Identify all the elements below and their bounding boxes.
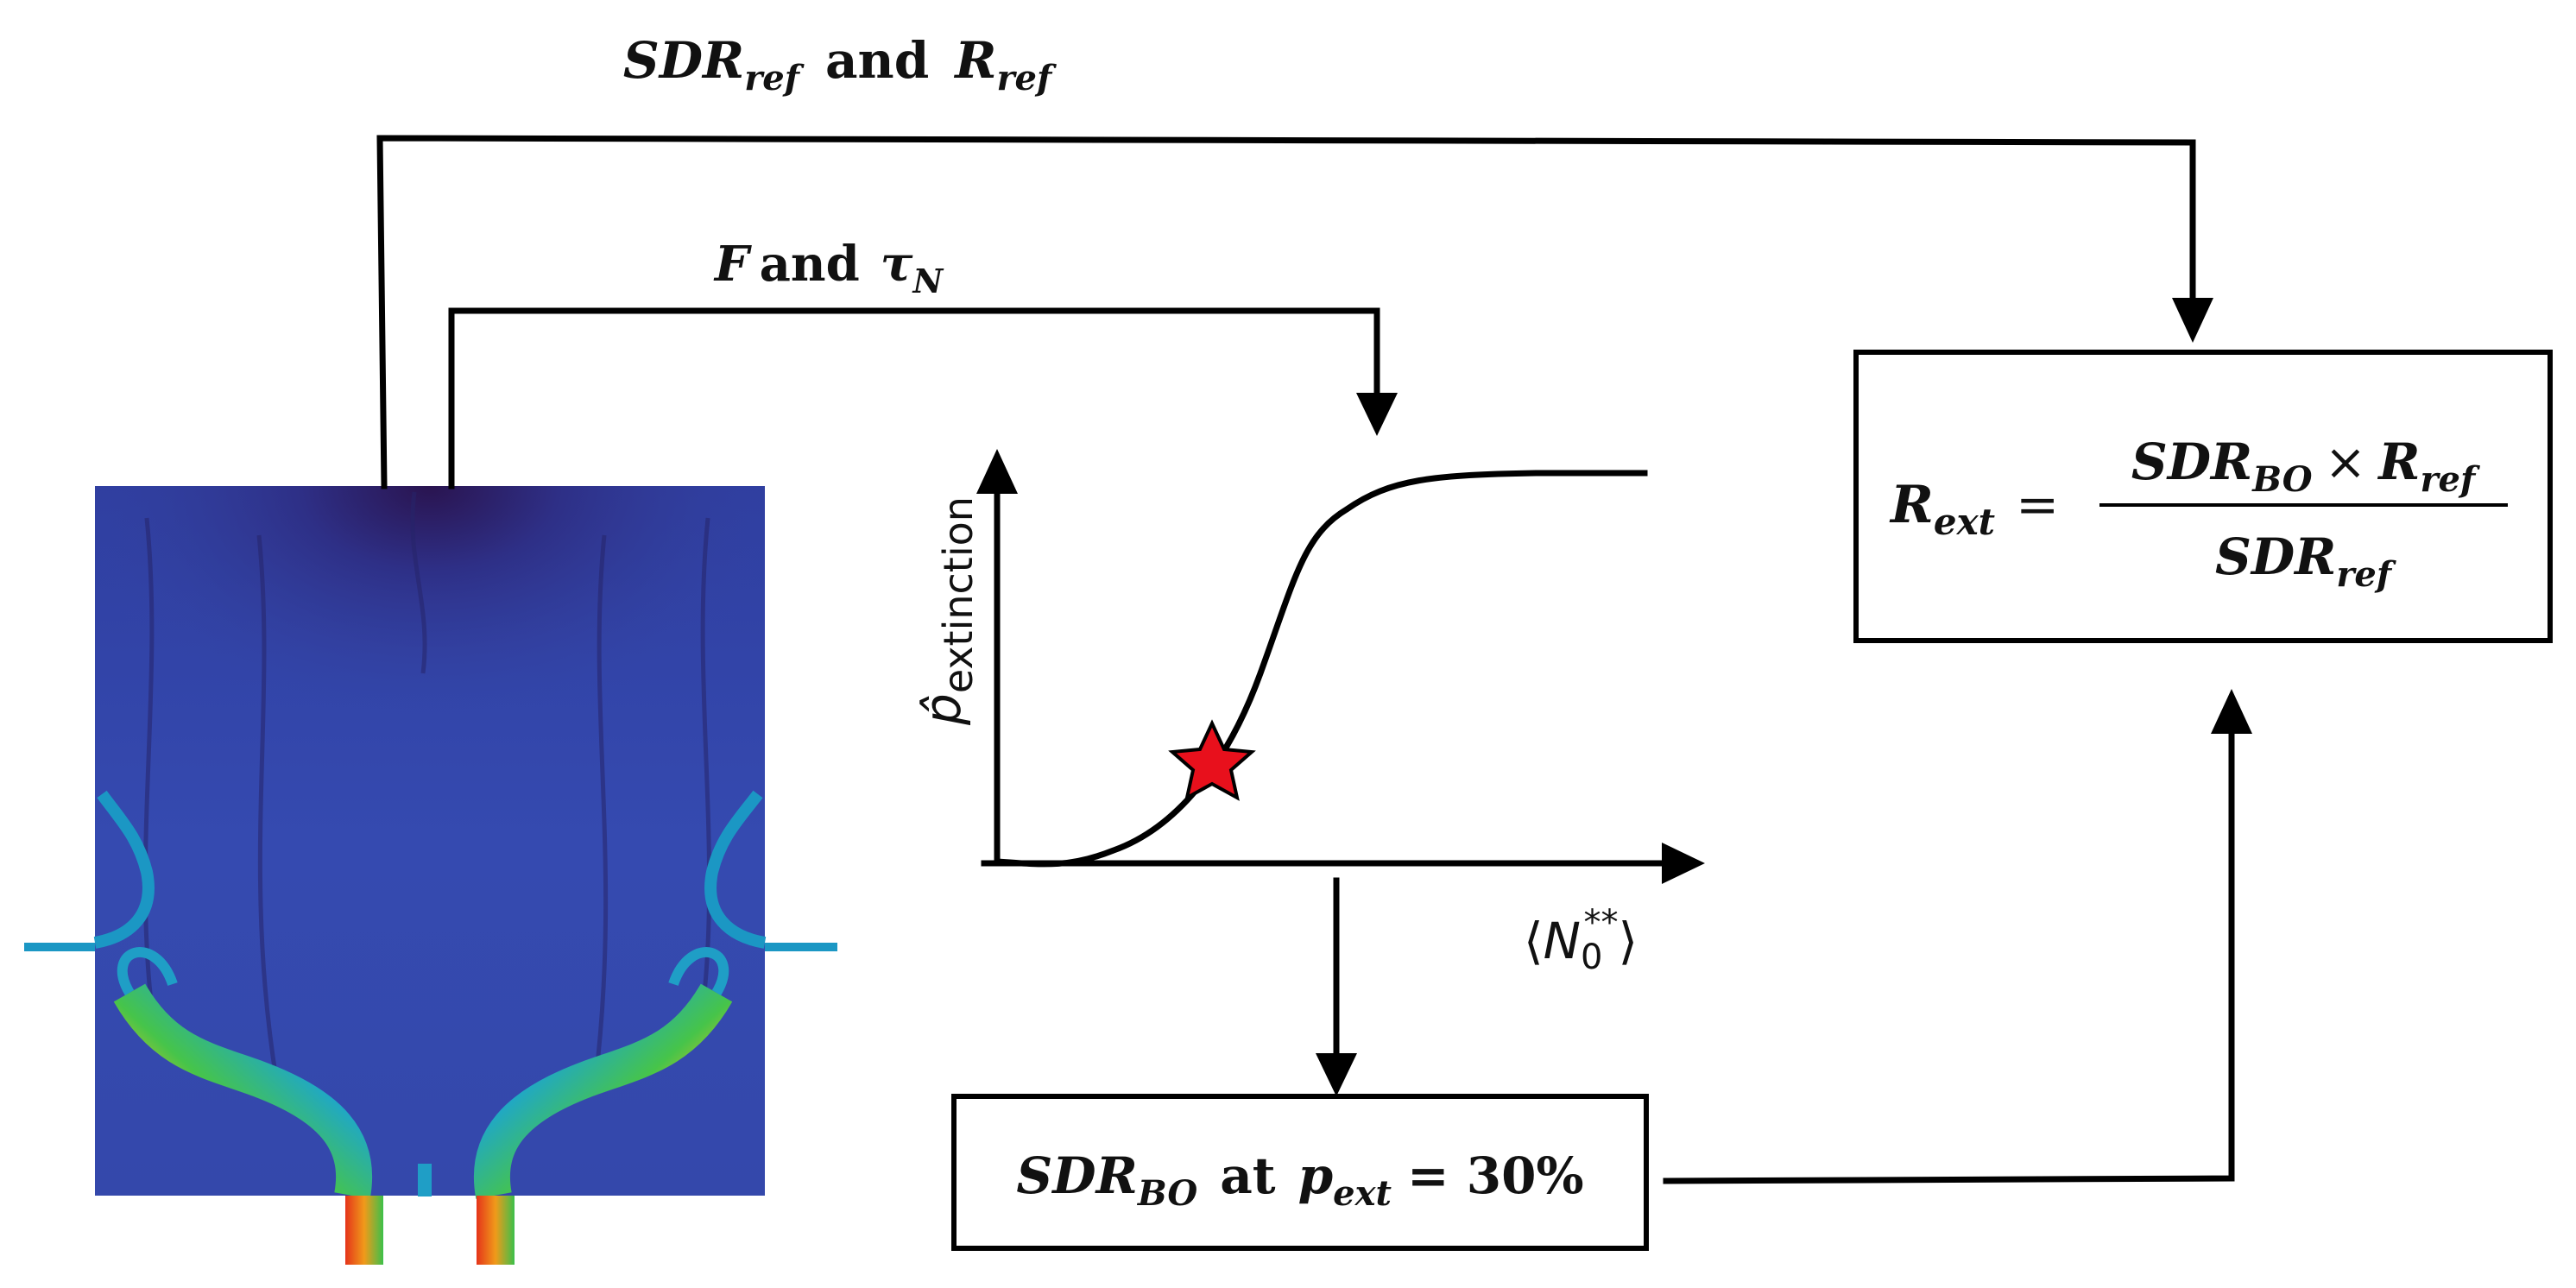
top-connector-arrowhead [2172, 298, 2213, 343]
jet-left [113, 947, 373, 1199]
nozzle-right [477, 1196, 515, 1265]
box-to-formula-connector [1663, 689, 2252, 1184]
side-inlet-right [704, 790, 837, 951]
flow-field-visualization [24, 486, 837, 1265]
y-axis-label: p̂extinction [913, 496, 982, 726]
y-axis-arrowhead [976, 449, 1018, 494]
formula-numerator: SDRBO×Rref [2131, 432, 2480, 500]
extinction-plot: p̂extinction ⟨N0**⟩ [913, 449, 1705, 977]
center-probe [418, 1164, 432, 1196]
x-axis-arrowhead [1662, 843, 1705, 884]
inner-connector-arrowhead [1356, 393, 1398, 436]
jet-right [473, 947, 733, 1199]
plot-to-box-connector [1316, 877, 1357, 1096]
operating-point-star-marker [1168, 719, 1256, 801]
flow-field-top-vortex [95, 486, 765, 918]
formula-lhs: Rext= [1889, 475, 2059, 543]
extinction-radius-formula-box: Rext= SDRBO×Rref SDRref [1853, 350, 2553, 643]
side-inlet-left [24, 790, 155, 951]
sigmoid-curve [994, 470, 1648, 868]
nozzle-left [345, 1196, 383, 1265]
flow-field-streaks [142, 491, 712, 1080]
inner-connector [448, 307, 1398, 489]
x-axis-label: ⟨N0**⟩ [1524, 903, 1638, 977]
top-connector [376, 135, 2213, 489]
formula-denominator: SDRref [2215, 527, 2396, 595]
